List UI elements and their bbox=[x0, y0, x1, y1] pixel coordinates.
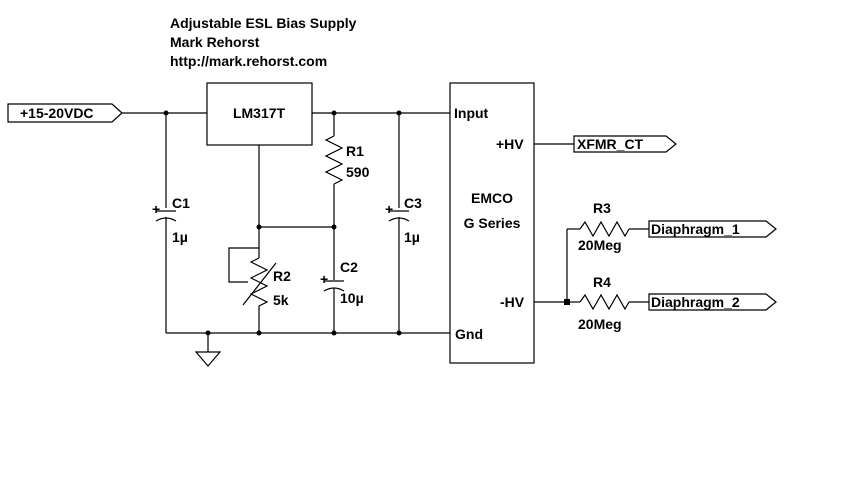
c3-value: 1µ bbox=[404, 229, 420, 245]
r4-value: 20Meg bbox=[578, 316, 622, 332]
r2-resistor bbox=[249, 257, 269, 307]
r2-value: 5k bbox=[273, 292, 289, 308]
diaphragm2-port-label: Diaphragm_2 bbox=[651, 294, 740, 310]
junction-gnd-r2 bbox=[256, 330, 262, 336]
r3-value: 20Meg bbox=[578, 237, 622, 253]
r4-resistor bbox=[579, 293, 630, 311]
diagram-title: Adjustable ESL Bias Supply bbox=[170, 15, 357, 31]
c2-polarity-mark: + bbox=[320, 271, 328, 287]
input-port-label: +15-20VDC bbox=[20, 105, 94, 121]
c1-value: 1µ bbox=[172, 229, 188, 245]
emco-name-line2: G Series bbox=[464, 215, 521, 231]
diagram-url: http://mark.rehorst.com bbox=[170, 53, 327, 69]
c3-polarity-mark: + bbox=[385, 201, 393, 217]
xfmr-port-flag bbox=[573, 135, 677, 153]
input-port-flag bbox=[7, 103, 123, 123]
emco-pin-gnd: Gnd bbox=[455, 326, 483, 342]
diaphragm1-port-label: Diaphragm_1 bbox=[651, 221, 740, 237]
regulator-label: LM317T bbox=[233, 105, 286, 121]
emco-name-line1: EMCO bbox=[471, 190, 513, 206]
diaphragm2-port-flag bbox=[648, 293, 777, 311]
diaphragm1-port-flag bbox=[648, 220, 777, 238]
r1-ref: R1 bbox=[346, 143, 364, 159]
emco-pin-hv-neg: -HV bbox=[500, 294, 525, 310]
c2-ref: C2 bbox=[340, 259, 358, 275]
junction-gnd-c3 bbox=[396, 330, 402, 336]
emco-pin-input: Input bbox=[454, 105, 489, 121]
emco-pin-hv-pos: +HV bbox=[496, 136, 524, 152]
c1-polarity-mark: + bbox=[152, 201, 160, 217]
r3-resistor bbox=[579, 220, 630, 238]
diagram-author: Mark Rehorst bbox=[170, 34, 260, 50]
r1-resistor bbox=[324, 135, 344, 185]
emco-module bbox=[449, 82, 535, 364]
xfmr-port-label: XFMR_CT bbox=[577, 136, 644, 152]
c2-value: 10µ bbox=[340, 290, 364, 306]
c1-ref: C1 bbox=[172, 195, 190, 211]
r4-ref: R4 bbox=[593, 274, 611, 290]
r2-wiper-wire bbox=[228, 247, 259, 283]
r1-value: 590 bbox=[346, 164, 370, 180]
r2-variable-arrow bbox=[242, 262, 277, 306]
c3-ref: C3 bbox=[404, 195, 422, 211]
r2-ref: R2 bbox=[273, 268, 291, 284]
junction-gnd-c2 bbox=[331, 330, 337, 336]
r3-ref: R3 bbox=[593, 200, 611, 216]
ground-icon bbox=[194, 351, 222, 367]
